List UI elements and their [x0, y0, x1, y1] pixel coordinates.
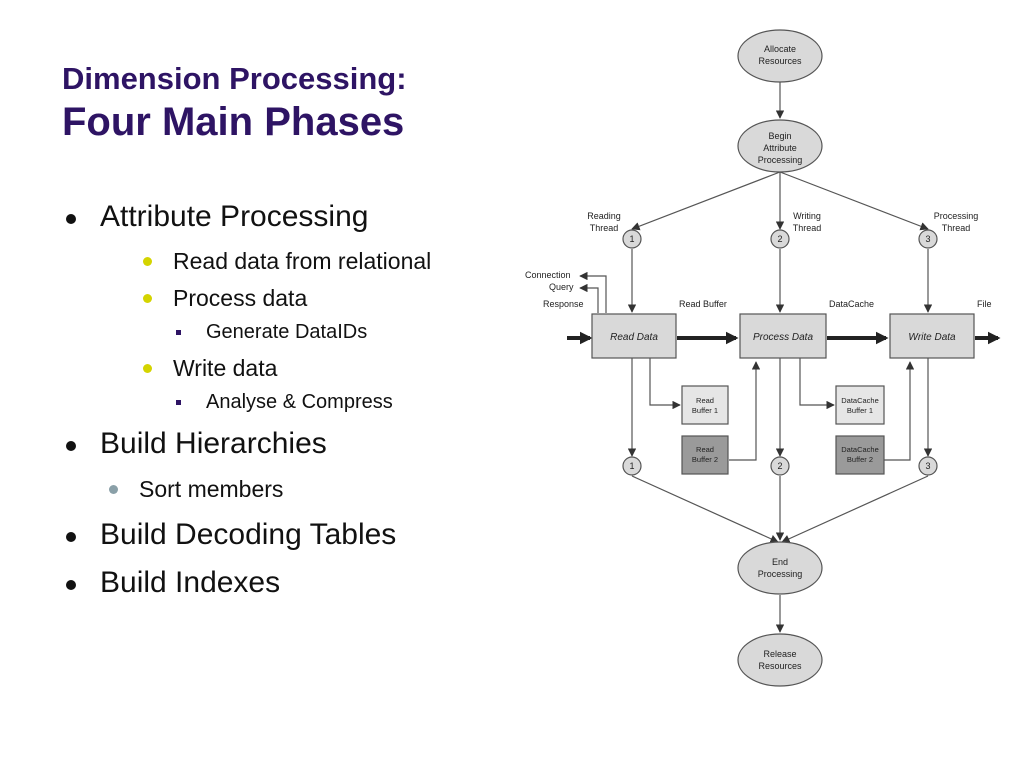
thread-number: 3 — [925, 461, 930, 471]
bullet-square-icon — [176, 330, 181, 335]
title-line-2: Four Main Phases — [62, 100, 405, 144]
allocate-text-1: Allocate — [764, 44, 796, 54]
bullet-square-icon — [176, 400, 181, 405]
bullet-dot-icon — [143, 257, 152, 266]
thread-number: 1 — [629, 461, 634, 471]
bullet-item: Sort members — [109, 476, 284, 503]
read-buffer-2-text-1: Read — [696, 445, 714, 454]
file-label: File — [977, 299, 992, 309]
processing-thread-label-2: Thread — [942, 223, 971, 233]
bullet-list: Attribute Processing Read data from rela… — [0, 0, 480, 768]
bullet-text: Analyse & Compress — [206, 391, 393, 413]
bullet-item: Process data — [143, 285, 308, 312]
thread-circle-bottom-3 — [918, 456, 938, 476]
read-buffer-1-text-2: Buffer 1 — [692, 406, 718, 415]
datacache-buffer-2 — [835, 435, 885, 475]
bullet-item: Build Decoding Tables — [66, 518, 397, 552]
begin-text-3: Processing — [758, 155, 803, 165]
reading-thread-label-2: Thread — [590, 223, 619, 233]
process-data-box — [739, 313, 827, 359]
read-data-text: Read Data — [610, 332, 658, 343]
thread-number: 1 — [629, 234, 634, 244]
bullet-dot-icon — [143, 294, 152, 303]
reading-thread-label-1: Reading — [587, 211, 621, 221]
process-data-text: Process Data — [753, 332, 813, 343]
release-text-1: Release — [763, 649, 796, 659]
datacache-buffer-1-text-1: DataCache — [841, 396, 879, 405]
bullet-text: Build Decoding Tables — [100, 518, 397, 551]
writing-thread-label-1: Writing — [793, 211, 821, 221]
bullet-text: Build Indexes — [100, 566, 281, 599]
bullet-item: Analyse & Compress — [176, 391, 393, 414]
thread-number: 2 — [777, 234, 782, 244]
end-text-1: End — [772, 557, 788, 567]
bullet-text: Read data from relational — [173, 248, 432, 274]
begin-attribute-processing-node — [737, 119, 823, 173]
thread-circle-bottom-2 — [770, 456, 790, 476]
thread-number: 3 — [925, 234, 930, 244]
thread-circle-top-1 — [622, 229, 642, 249]
read-buffer-1-text-1: Read — [696, 396, 714, 405]
thread-circle-bottom-1 — [622, 456, 642, 476]
bullet-dot-icon — [66, 441, 76, 451]
query-label: Query — [549, 282, 574, 292]
bullet-item: Attribute Processing — [66, 200, 369, 234]
bullet-dot-icon — [109, 485, 118, 494]
bullet-item: Build Hierarchies — [66, 427, 327, 461]
bullet-item: Build Indexes — [66, 566, 281, 600]
bullet-item: Read data from relational — [143, 248, 432, 275]
allocate-text-2: Resources — [758, 56, 802, 66]
datacache-label: DataCache — [829, 299, 874, 309]
bullet-text: Attribute Processing — [100, 200, 369, 233]
bullet-dot-icon — [66, 214, 76, 224]
datacache-buffer-2-text-2: Buffer 2 — [847, 455, 873, 464]
release-resources-node — [737, 633, 823, 687]
datacache-buffer-2-text-1: DataCache — [841, 445, 879, 454]
datacache-buffer-1-text-2: Buffer 1 — [847, 406, 873, 415]
read-buffer-2-text-2: Buffer 2 — [692, 455, 718, 464]
read-buffer-2 — [681, 435, 729, 475]
processing-thread-label-1: Processing — [934, 211, 979, 221]
begin-text-2: Attribute — [763, 143, 797, 153]
release-text-2: Resources — [758, 661, 802, 671]
bullet-text: Write data — [173, 355, 278, 381]
datacache-buffer-1 — [835, 385, 885, 425]
response-label: Response — [543, 299, 584, 309]
bullet-dot-icon — [66, 532, 76, 542]
title-line-1: Dimension Processing: — [62, 61, 407, 96]
bullet-dot-icon — [66, 580, 76, 590]
thread-circle-top-3 — [918, 229, 938, 249]
bullet-text: Sort members — [139, 476, 284, 502]
end-processing-node — [737, 541, 823, 595]
begin-text-1: Begin — [768, 131, 791, 141]
read-buffer-1 — [681, 385, 729, 425]
read-buffer-label: Read Buffer — [679, 299, 727, 309]
bullet-item: Write data — [143, 355, 278, 382]
thread-number: 2 — [777, 461, 782, 471]
bullet-dot-icon — [143, 364, 152, 373]
write-data-text: Write Data — [908, 332, 956, 343]
page-title: Dimension Processing: Four Main Phases — [62, 60, 407, 146]
allocate-resources-node — [737, 29, 823, 83]
end-text-2: Processing — [758, 569, 803, 579]
thread-circle-top-2 — [770, 229, 790, 249]
read-data-box — [591, 313, 677, 359]
connection-label: Connection — [525, 270, 571, 280]
bullet-item: Generate DataIDs — [176, 321, 368, 344]
bullet-text: Process data — [173, 285, 308, 311]
write-data-box — [889, 313, 975, 359]
bullet-text: Build Hierarchies — [100, 427, 327, 460]
bullet-text: Generate DataIDs — [206, 321, 368, 343]
writing-thread-label-2: Thread — [793, 223, 822, 233]
